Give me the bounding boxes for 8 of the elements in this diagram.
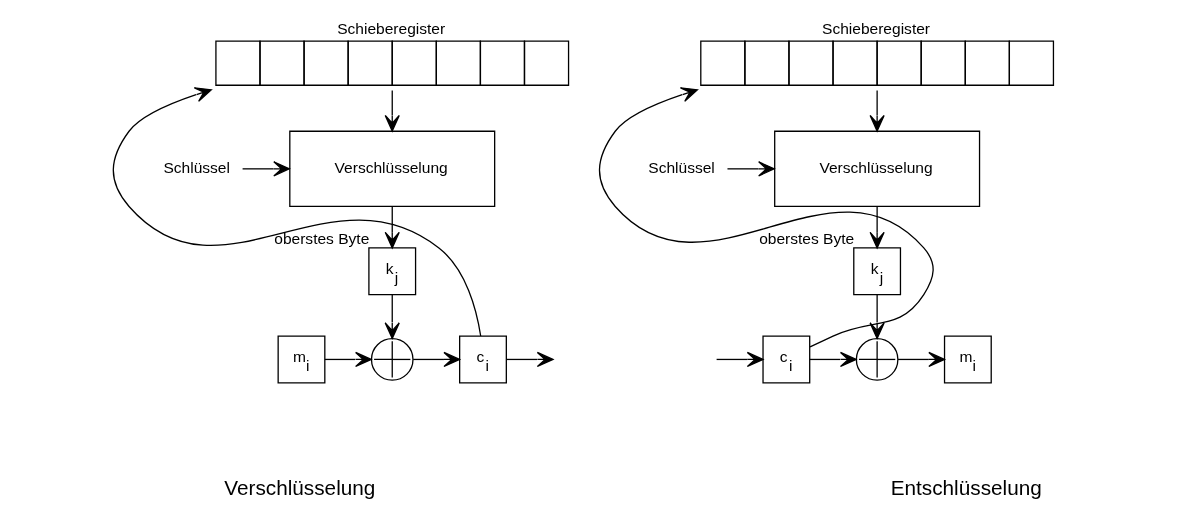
node-text: Schlüssel <box>163 158 230 176</box>
node-text: Schlüssel <box>648 158 715 176</box>
label: Verschlüsselung <box>224 476 376 500</box>
node-label: Schieberegister <box>822 20 931 38</box>
node-label: oberstes Byte <box>759 229 855 247</box>
label: Entschlüsselung <box>890 476 1042 500</box>
node-label: oberstes Byte <box>274 229 370 247</box>
node-label: Schieberegister <box>337 20 446 38</box>
